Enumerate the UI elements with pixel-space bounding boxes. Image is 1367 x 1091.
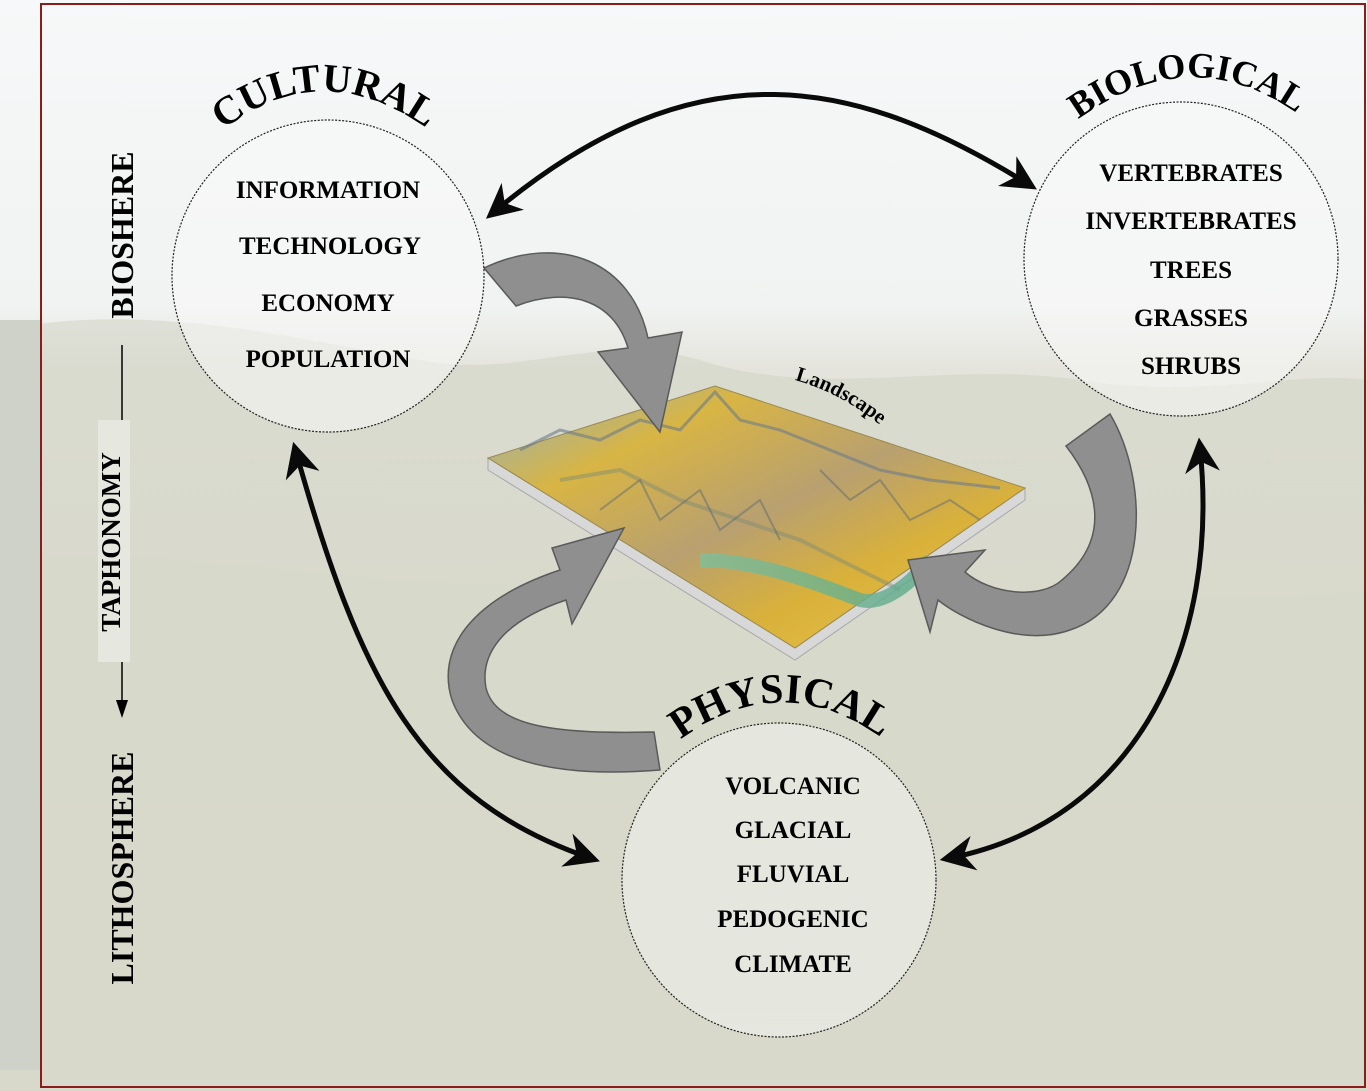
left-strip <box>0 320 40 1070</box>
landscape-terrain-image <box>486 385 1027 661</box>
physical-item: VOLCANIC <box>725 773 861 800</box>
biological-item: VERTEBRATES <box>1099 160 1282 187</box>
physical-item: GLACIAL <box>735 817 852 844</box>
physical-item: CLIMATE <box>734 951 852 978</box>
biological-circle <box>1023 101 1339 417</box>
physical-item: PEDOGENIC <box>717 906 868 933</box>
cultural-item: INFORMATION <box>236 177 420 204</box>
block-arrow-cultural-to-landscape <box>482 252 683 434</box>
biological-item: INVERTEBRATES <box>1085 208 1296 235</box>
side-label-taphonomy: TAPHONOMY <box>96 452 126 631</box>
frame-border <box>40 3 1366 1088</box>
physical-item: FLUVIAL <box>737 861 850 888</box>
connector-biological-physical <box>939 437 1220 871</box>
biological-item: GRASSES <box>1134 305 1248 332</box>
cultural-circle <box>171 119 485 433</box>
side-axis-arrowhead <box>116 700 128 718</box>
cultural-item: ECONOMY <box>261 290 394 317</box>
biological-item: SHRUBS <box>1141 353 1241 380</box>
connector-cultural-biological <box>485 92 1037 219</box>
side-label-lithosphere: LITHOSPHERE <box>104 752 140 985</box>
side-axis: BIOSHERE TAPHONOMY LITHOSPHERE <box>96 151 140 984</box>
side-label-bioshere: BIOSHERE <box>104 151 140 318</box>
cultural-item: TECHNOLOGY <box>239 233 421 260</box>
physical-circle <box>621 722 937 1038</box>
biological-item: TREES <box>1150 257 1232 284</box>
connector-cultural-physical <box>285 441 600 867</box>
cultural-item: POPULATION <box>246 346 411 373</box>
side-axis-label-gap <box>98 420 130 662</box>
